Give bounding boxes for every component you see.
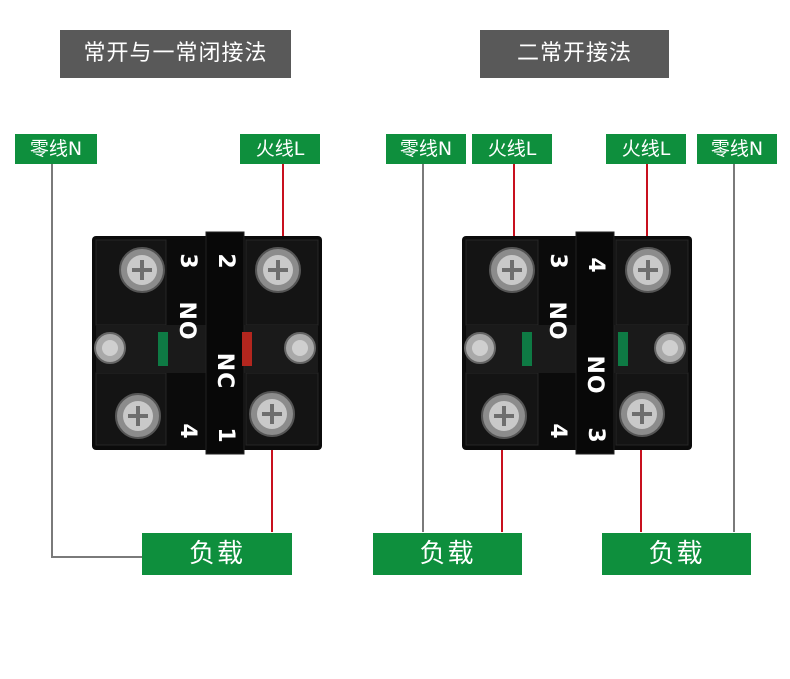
left-no-label: NO (174, 301, 199, 341)
right-live-tag-2: 火线L (606, 134, 686, 164)
left-contact-block-body (92, 231, 322, 455)
left-terminal-label-2: 2 (213, 253, 238, 269)
right-terminal-label-4-top: 4 (583, 257, 608, 273)
right-terminal-3-top-screw (489, 247, 535, 293)
right-neutral-tag-1: 零线N (386, 134, 466, 164)
right-live-tag-1: 火线L (472, 134, 552, 164)
right-neutral-tag-2: 零线N (697, 134, 777, 164)
right-no-label-bottom: NO (582, 355, 607, 395)
right-contact-block-body (462, 231, 692, 455)
right-terminal-label-3-bottom: 3 (583, 427, 608, 443)
left-live-tag: 火线L (240, 134, 320, 164)
left-neutral-tag: 零线N (15, 134, 97, 164)
right-terminal-3-bottom-screw (619, 391, 665, 437)
left-diagram-title: 常开与一常闭接法 (60, 30, 291, 78)
left-neutral-wire (51, 164, 142, 558)
right-terminal-label-3-top: 3 (545, 253, 570, 269)
right-contact-block: 3 4 NO NO 4 3 (458, 228, 694, 458)
right-no-label-top: NO (544, 301, 569, 341)
right-terminal-label-4-bottom: 4 (545, 423, 570, 439)
left-terminal-1-screw (249, 391, 295, 437)
left-nc-label: NC (212, 352, 237, 390)
left-terminal-4-screw (115, 393, 161, 439)
left-contact-block: 3 2 NO NC 4 1 (88, 228, 324, 458)
right-diagram-title: 二常开接法 (480, 30, 669, 78)
left-terminal-3-screw (119, 247, 165, 293)
left-terminal-label-3: 3 (175, 253, 200, 269)
right-load-box-1: 负载 (373, 533, 522, 575)
left-terminal-2-screw (255, 247, 301, 293)
right-terminal-4-bottom-screw (481, 393, 527, 439)
right-terminal-4-top-screw (625, 247, 671, 293)
left-terminal-label-4: 4 (175, 423, 200, 439)
left-load-box: 负载 (142, 533, 292, 575)
right-load-box-2: 负载 (602, 533, 751, 575)
left-terminal-label-1: 1 (213, 427, 238, 443)
